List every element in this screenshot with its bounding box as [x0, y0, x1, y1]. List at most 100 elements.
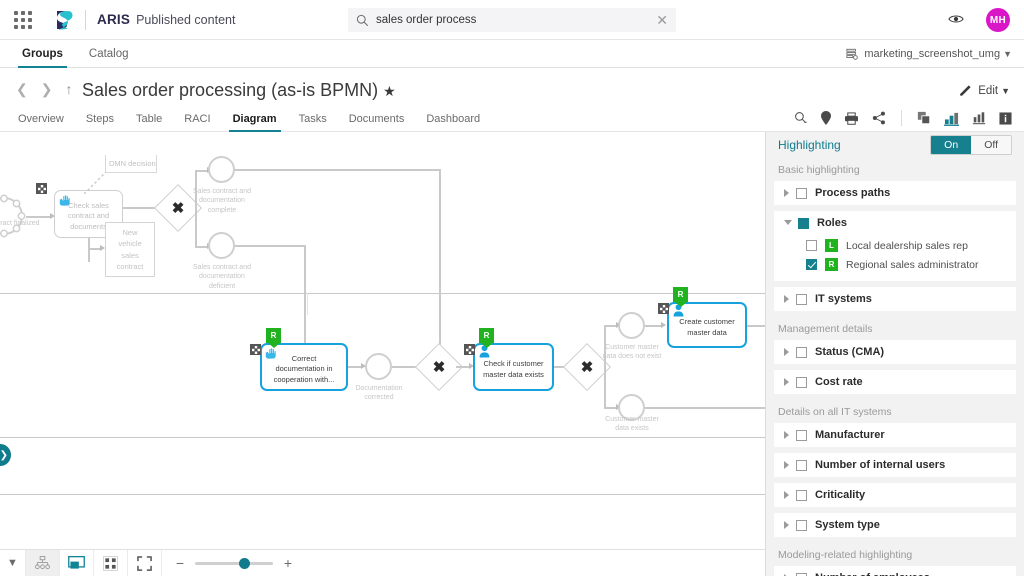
document-new-vehicle-sales-contract[interactable]: New vehicle sales contract: [105, 222, 155, 277]
highlighting-toggle[interactable]: On Off: [930, 135, 1012, 155]
role-item-regional-sales-administrator[interactable]: R Regional sales administrator: [774, 256, 1016, 277]
event-sales-contract-deficient[interactable]: [208, 232, 235, 259]
analysis-chart-icon[interactable]: [972, 111, 986, 125]
preview-eye-icon[interactable]: [948, 12, 964, 30]
chevron-right-icon[interactable]: [784, 189, 789, 197]
tab-groups[interactable]: Groups: [18, 40, 67, 68]
aris-logo-icon[interactable]: [54, 8, 74, 32]
fit-content-icon[interactable]: [94, 549, 128, 576]
user-avatar[interactable]: MH: [986, 8, 1010, 32]
checkbox-cost-rate[interactable]: [796, 376, 807, 388]
pin-icon[interactable]: [821, 111, 831, 125]
highlight-row-criticality[interactable]: Criticality: [774, 483, 1016, 507]
chevron-right-icon[interactable]: [784, 461, 789, 469]
zoom-control[interactable]: − +: [172, 555, 296, 571]
collapse-panel-chevron-icon[interactable]: ▼: [0, 549, 26, 576]
highlight-row-manufacturer[interactable]: Manufacturer: [774, 423, 1016, 447]
fullscreen-icon[interactable]: [128, 549, 162, 576]
toggle-off-option[interactable]: Off: [971, 136, 1011, 154]
highlight-row-number-internal-users[interactable]: Number of internal users: [774, 453, 1016, 477]
highlight-row-process-paths[interactable]: Process paths: [774, 181, 1016, 205]
checkbox-number-employees-1[interactable]: [796, 572, 807, 576]
duplicate-icon[interactable]: [917, 111, 931, 125]
role-pin-R[interactable]: R: [673, 287, 688, 302]
chevron-right-icon[interactable]: [784, 378, 789, 386]
role-pin-R[interactable]: R: [479, 328, 494, 343]
highlighting-icon[interactable]: [944, 111, 959, 126]
zoom-out-button[interactable]: −: [175, 555, 185, 571]
role-label: Regional sales administrator: [846, 258, 979, 271]
edit-button[interactable]: Edit ▼: [959, 84, 1010, 97]
clear-search-icon[interactable]: ✕: [656, 12, 668, 28]
task-check-customer-master-data[interactable]: Check if customer master data exists: [473, 343, 554, 391]
chevron-right-icon[interactable]: [784, 295, 789, 303]
workspace-selector[interactable]: marketing_screenshot_umg ▼: [846, 40, 1012, 68]
highlighting-panel: Highlighting On Off Basic highlighting P…: [765, 132, 1024, 576]
org-hierarchy-icon[interactable]: [26, 549, 60, 576]
share-icon[interactable]: [872, 111, 886, 125]
toggle-on-option[interactable]: On: [931, 136, 972, 154]
checkbox-manufacturer[interactable]: [796, 429, 807, 441]
event-cmd-does-not-exist[interactable]: [618, 312, 645, 339]
tab-dashboard[interactable]: Dashboard: [426, 113, 481, 125]
role-pin-R[interactable]: R: [266, 328, 281, 343]
minimap-icon[interactable]: [60, 549, 94, 576]
event-documentation-corrected[interactable]: [365, 353, 392, 380]
chevron-down-icon[interactable]: [784, 219, 792, 229]
chevron-right-icon[interactable]: [784, 574, 789, 576]
checkbox-local-dealership-sales-rep[interactable]: [806, 240, 817, 251]
tab-diagram[interactable]: Diagram: [228, 113, 281, 132]
event-sales-contract-complete[interactable]: [208, 156, 235, 183]
zoom-slider-handle[interactable]: [239, 557, 250, 569]
task-correct-documentation[interactable]: Correct documentation in cooperation wit…: [260, 343, 348, 391]
checkbox-number-internal-users[interactable]: [796, 459, 807, 471]
info-icon[interactable]: [999, 111, 1012, 125]
expand-sidebar-button[interactable]: ❯: [0, 444, 11, 466]
checkbox-system-type[interactable]: [796, 519, 807, 531]
chevron-right-icon[interactable]: [784, 491, 789, 499]
chevron-down-icon: ▼: [1001, 85, 1010, 96]
chevron-right-icon[interactable]: [784, 348, 789, 356]
print-icon[interactable]: [844, 111, 859, 125]
role-item-local-dealership-sales-rep[interactable]: L Local dealership sales rep: [774, 235, 1016, 256]
role-chip-R: R: [825, 258, 838, 271]
nav-forward-icon[interactable]: ❯: [40, 81, 53, 97]
highlight-row-status-cma[interactable]: Status (CMA): [774, 340, 1016, 364]
task-create-customer-master-data[interactable]: Create customer master data: [667, 302, 747, 348]
highlight-row-system-type[interactable]: System type: [774, 513, 1016, 537]
tab-table[interactable]: Table: [135, 113, 163, 125]
chevron-right-icon[interactable]: [784, 521, 789, 529]
tab-tasks[interactable]: Tasks: [298, 113, 327, 125]
checkbox-process-paths[interactable]: [796, 187, 807, 199]
zoom-slider[interactable]: [195, 557, 273, 569]
tab-documents[interactable]: Documents: [348, 113, 405, 125]
favorite-star-icon[interactable]: ★: [383, 83, 396, 99]
tab-catalog[interactable]: Catalog: [88, 47, 129, 60]
highlight-row-number-employees-1[interactable]: Number of employees: [774, 566, 1016, 576]
search-plus-icon[interactable]: [794, 111, 808, 125]
highlight-card-system-type: System type: [774, 513, 1016, 537]
event-cmd-exists[interactable]: [618, 394, 645, 421]
checkbox-regional-sales-administrator[interactable]: [806, 259, 817, 270]
checkbox-roles[interactable]: [798, 217, 809, 229]
checkbox-status-cma[interactable]: [796, 346, 807, 358]
app-grid-icon[interactable]: [14, 10, 32, 29]
search-bar[interactable]: ✕: [348, 8, 676, 32]
checkbox-criticality[interactable]: [796, 489, 807, 501]
highlight-row-cost-rate[interactable]: Cost rate: [774, 370, 1016, 394]
highlight-row-it-systems[interactable]: IT systems: [774, 287, 1016, 311]
dmn-decision-node[interactable]: DMN decision: [105, 155, 157, 173]
chevron-right-icon[interactable]: [784, 431, 789, 439]
tab-steps[interactable]: Steps: [85, 113, 114, 125]
group-label-management-details: Management details: [778, 323, 873, 335]
diagram-canvas[interactable]: ❯ ...tract finalized Check sales contrac…: [0, 132, 765, 576]
tab-overview[interactable]: Overview: [18, 113, 64, 125]
nav-back-icon[interactable]: ❮: [16, 81, 28, 97]
search-input[interactable]: [376, 14, 657, 26]
nav-up-icon[interactable]: ↑: [65, 81, 73, 97]
system-badge-icon: [658, 303, 669, 314]
zoom-in-button[interactable]: +: [283, 555, 293, 571]
checkbox-it-systems[interactable]: [796, 293, 807, 305]
highlight-row-roles[interactable]: Roles: [774, 211, 1016, 235]
tab-raci[interactable]: RACI: [184, 113, 211, 125]
